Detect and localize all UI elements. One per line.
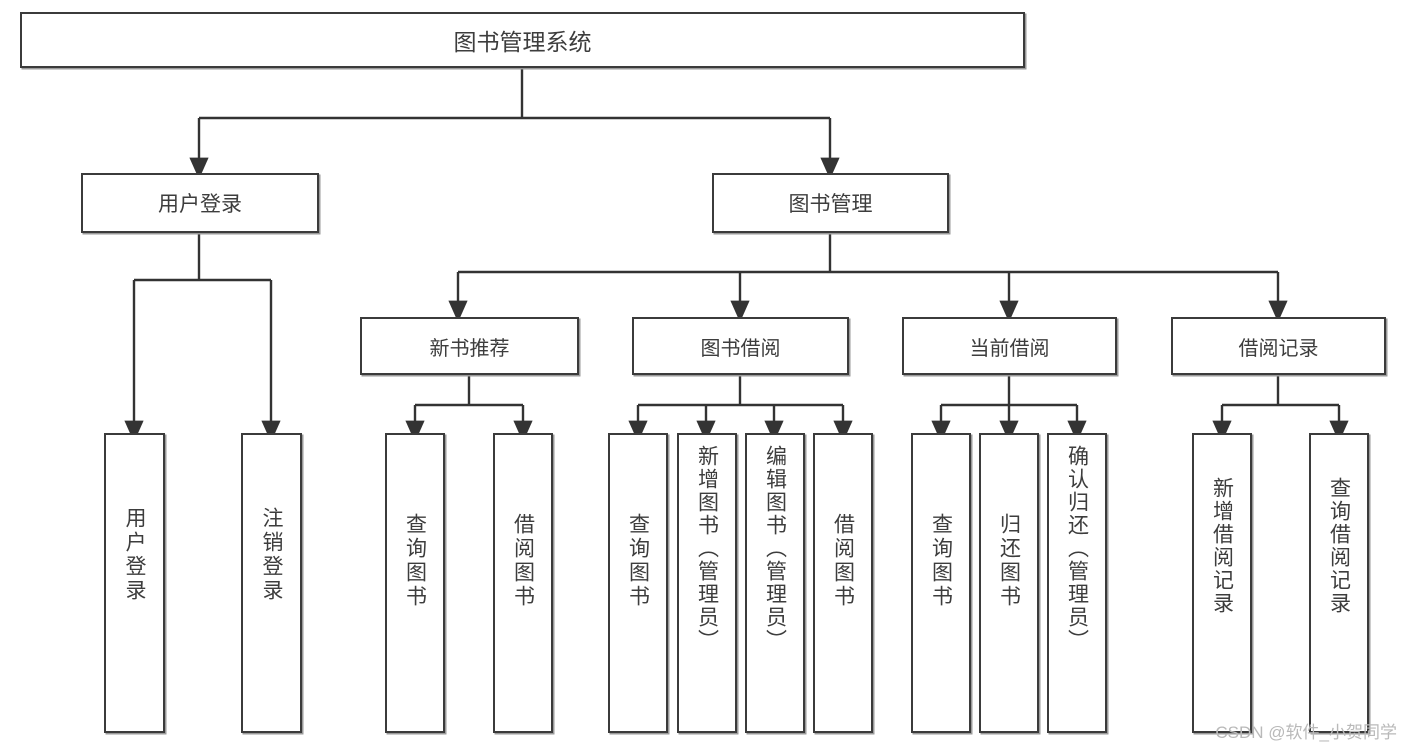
leaf-return-book[interactable]: 归还图书 [979, 433, 1039, 733]
leaf-query-record[interactable]: 查询借阅记录 [1309, 433, 1369, 733]
node-borrow-record-label: 借阅记录 [1238, 337, 1319, 360]
node-book-manage[interactable]: 图书管理 [712, 173, 949, 233]
leaf-query-book-3-label: 查询图书 [929, 513, 953, 609]
leaf-add-record[interactable]: 新增借阅记录 [1192, 433, 1252, 733]
leaf-query-book-2-label: 查询图书 [626, 513, 650, 609]
leaf-confirm-return-label: 确认归还（管理员） [1065, 445, 1089, 652]
leaf-borrow-book-2-label: 借阅图书 [831, 513, 855, 609]
leaf-edit-book[interactable]: 编辑图书（管理员） [745, 433, 805, 733]
leaf-query-book-1[interactable]: 查询图书 [385, 433, 445, 733]
leaf-user-login[interactable]: 用户登录 [104, 433, 165, 733]
leaf-borrow-book-2[interactable]: 借阅图书 [813, 433, 873, 733]
leaf-query-book-1-label: 查询图书 [403, 513, 427, 609]
csdn-watermark: CSDN @软件_小贺同学 [1215, 723, 1397, 742]
node-root[interactable]: 图书管理系统 [20, 12, 1025, 68]
leaf-query-book-3[interactable]: 查询图书 [911, 433, 971, 733]
node-borrow-record[interactable]: 借阅记录 [1171, 317, 1386, 375]
node-book-borrow[interactable]: 图书借阅 [632, 317, 849, 375]
leaf-borrow-book-1[interactable]: 借阅图书 [493, 433, 553, 733]
node-user-login-label: 用户登录 [158, 193, 242, 216]
leaf-logout[interactable]: 注销登录 [241, 433, 302, 733]
node-user-login[interactable]: 用户登录 [81, 173, 319, 233]
leaf-edit-book-label: 编辑图书（管理员） [763, 445, 787, 652]
node-current-borrow[interactable]: 当前借阅 [902, 317, 1117, 375]
leaf-borrow-book-1-label: 借阅图书 [511, 513, 535, 609]
leaf-add-book[interactable]: 新增图书（管理员） [677, 433, 737, 733]
leaf-return-book-label: 归还图书 [997, 513, 1021, 609]
leaf-add-record-label: 新增借阅记录 [1210, 477, 1234, 615]
leaf-query-book-2[interactable]: 查询图书 [608, 433, 668, 733]
leaf-logout-label: 注销登录 [260, 507, 283, 603]
leaf-add-book-label: 新增图书（管理员） [695, 445, 719, 652]
node-book-borrow-label: 图书借阅 [700, 337, 781, 360]
node-root-label: 图书管理系统 [453, 29, 592, 55]
node-new-book-rec-label: 新书推荐 [429, 337, 510, 360]
node-current-borrow-label: 当前借阅 [969, 337, 1050, 360]
node-new-book-rec[interactable]: 新书推荐 [360, 317, 579, 375]
leaf-confirm-return[interactable]: 确认归还（管理员） [1047, 433, 1107, 733]
node-book-manage-label: 图书管理 [788, 193, 873, 216]
leaf-user-login-label: 用户登录 [123, 507, 146, 603]
leaf-query-record-label: 查询借阅记录 [1327, 477, 1351, 615]
